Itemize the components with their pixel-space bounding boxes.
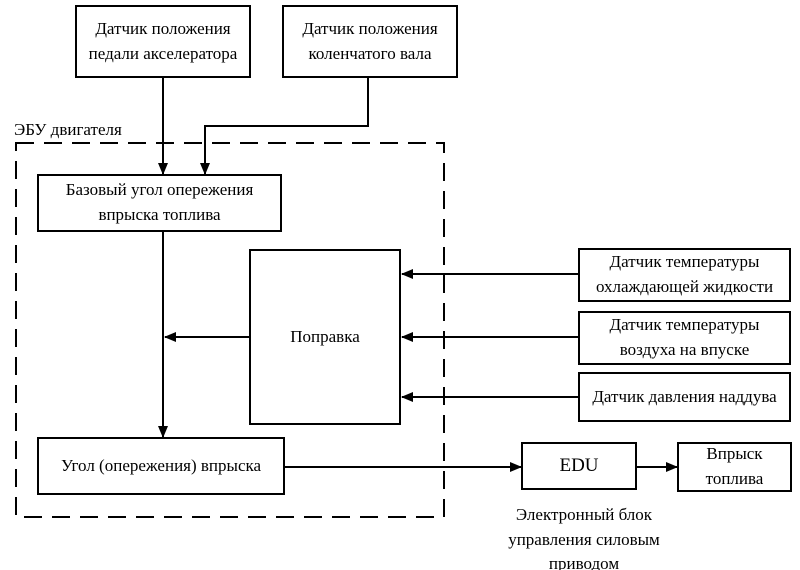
edu-caption: Электронный блок управления силовым прив… [508,505,660,570]
boost-pressure-sensor-text: Датчик давления наддува [592,386,777,406]
fuel-injection-text: Впрыск топлива [705,444,764,488]
crankshaft-sensor-box: Датчик положения коленчатого вала [282,5,458,78]
ecu-label: ЭБУ двигателя [14,120,122,139]
boost-pressure-sensor-box: Датчик давления наддува [578,372,791,422]
ecu-boundary [15,142,445,518]
accel-pedal-sensor-text: Датчик положения педали акселератора [88,18,238,63]
correction-box: Поправка [249,249,401,425]
injection-angle-text: Угол (опережения) впрыска [60,455,262,475]
base-angle-box: Базовый угол опережения впрыска топлива [37,174,282,232]
edu-text: EDU [559,455,599,477]
crankshaft-sensor-text: Датчик положения коленчатого вала [302,18,438,63]
edu-box: EDU [521,442,637,490]
arrow-crank-to-base [200,78,369,175]
correction-text: Поправка [290,326,360,346]
coolant-temp-sensor-box: Датчик температуры охлаждающей жидкости [578,248,791,302]
coolant-temp-sensor-text: Датчик температуры охлаждающей жидкости [595,252,774,296]
intake-air-temp-sensor-box: Датчик температуры воздуха на впуске [578,311,791,365]
base-angle-text: Базовый угол опережения впрыска топлива [65,180,254,224]
intake-air-temp-sensor-text: Датчик температуры воздуха на впуске [609,315,760,359]
accel-pedal-sensor-box: Датчик положения педали акселератора [75,5,251,78]
injection-angle-box: Угол (опережения) впрыска [37,437,285,495]
fuel-injection-box: Впрыск топлива [677,442,792,492]
